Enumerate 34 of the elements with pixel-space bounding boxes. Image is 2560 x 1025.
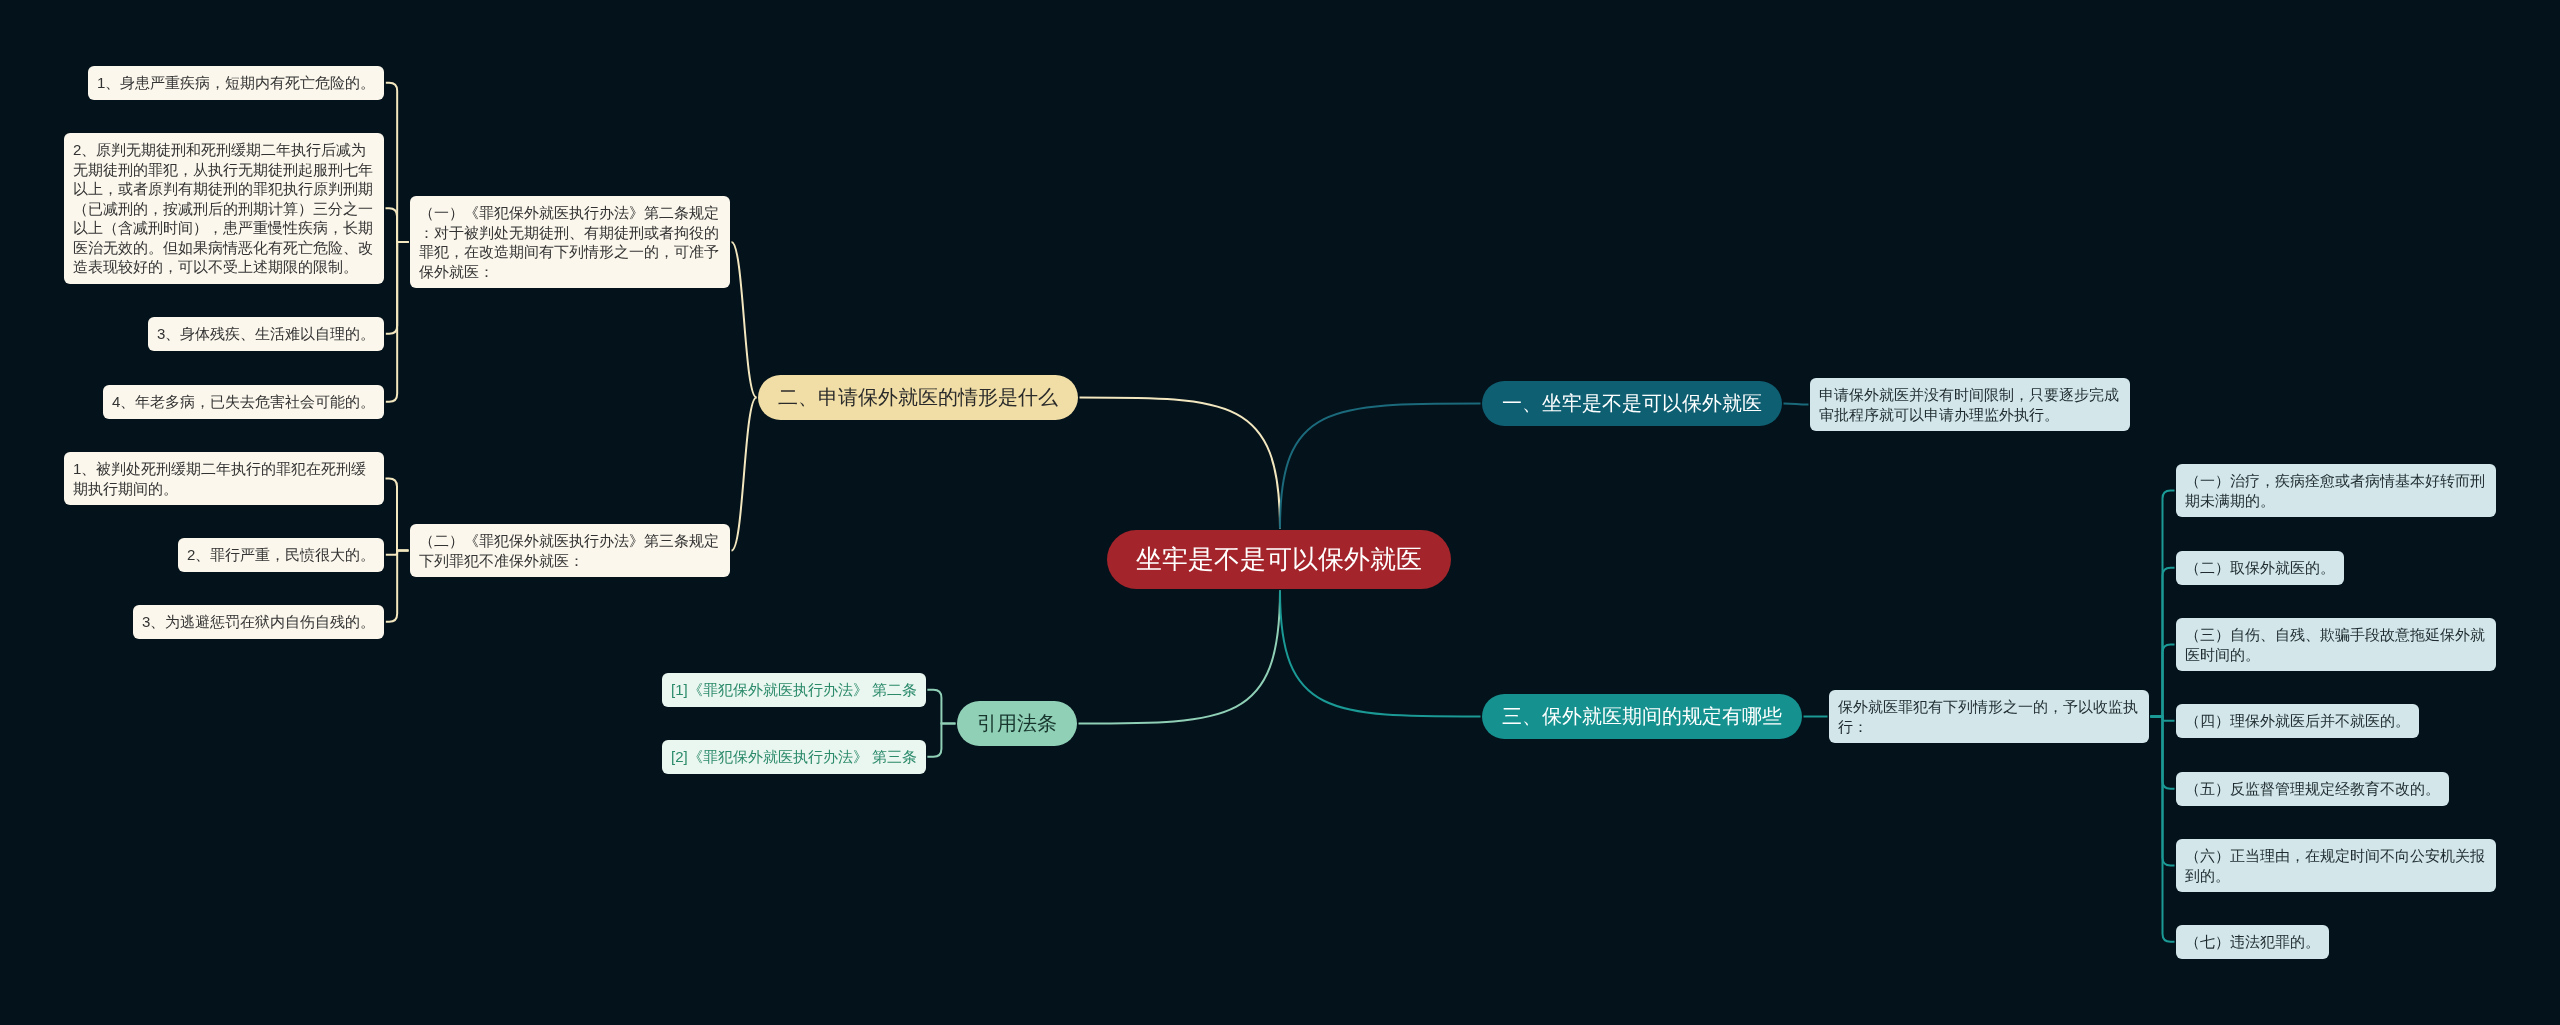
text-card: （一）治疗，疾病痊愈或者病情基本好转而刑期未满期的。 [2176,464,2496,517]
central-topic: 坐牢是不是可以保外就医 [1107,530,1451,589]
text-card: 申请保外就医并没有时间限制，只要逐步完成审批程序就可以申请办理监外执行。 [1810,378,2130,431]
text-card: （七）违法犯罪的。 [2176,925,2329,959]
text-card: 2、原判无期徒刑和死刑缓期二年执行后减为无期徒刑的罪犯，从执行无期徒刑起服刑七年以上，或者原判有期徒刑的罪犯执行原判刑期（已减刑的，按减刑后的刑期计算）三分之一以上（含减刑时间），患严重慢性疾病，长期医治无效的。但如果病情恶化有死亡危险、改造表现较好的，可以不受上述期限的限制。 [64,133,384,284]
text-card: （四）理保外就医后并不就医的。 [2176,704,2419,738]
text-card: 4、年老多病，已失去危害社会可能的。 [103,385,385,419]
branch-topic: 一、坐牢是不是可以保外就医 [1482,381,1782,426]
text-card: （二）取保外就医的。 [2176,551,2344,585]
branch-topic: 二、申请保外就医的情形是什么 [758,375,1078,420]
text-card: （一）《罪犯保外就医执行办法》第二条规定：对于被判处无期徒刑、有期徒刑或者拘役的罪犯，在改造期间有下列情形之一的，可准予保外就医： [410,196,730,288]
text-card: 1、被判处死刑缓期二年执行的罪犯在死刑缓期执行期间的。 [64,452,384,505]
connector-line [730,396,758,552]
text-card: 2、罪行严重，民愤很大的。 [178,538,385,572]
text-card: （三）自伤、自残、欺骗手段故意拖延保外就医时间的。 [2176,618,2496,671]
connector-line [1802,715,1829,718]
branch-topic: 三、保外就医期间的规定有哪些 [1482,694,1802,739]
text-card: （六）正当理由，在规定时间不向公安机关报到的。 [2176,839,2496,892]
connector-line [384,549,410,623]
reference-card: [2]《罪犯保外就医执行办法》 第三条 [662,740,926,774]
text-card: 3、身体残疾、生活难以自理的。 [148,317,385,351]
text-card: 3、为逃避惩罚在狱内自伤自残的。 [133,605,385,639]
connector-line [384,241,410,403]
text-card: （二）《罪犯保外就医执行办法》第三条规定下列罪犯不准保外就医： [410,524,730,577]
reference-card: [1]《罪犯保外就医执行办法》 第二条 [662,673,926,707]
branch-topic: 引用法条 [957,701,1077,746]
connector-line [1279,589,1482,718]
text-card: 保外就医罪犯有下列情形之一的，予以收监执行： [1829,690,2149,743]
connector-line [926,722,957,758]
connector-line [730,241,758,399]
text-card: 1、身患严重疾病，短期内有死亡危险的。 [88,66,385,100]
text-card: （五）反监督管理规定经教育不改的。 [2176,772,2449,806]
connector-line [1782,402,1810,406]
connector-line [1279,402,1482,530]
